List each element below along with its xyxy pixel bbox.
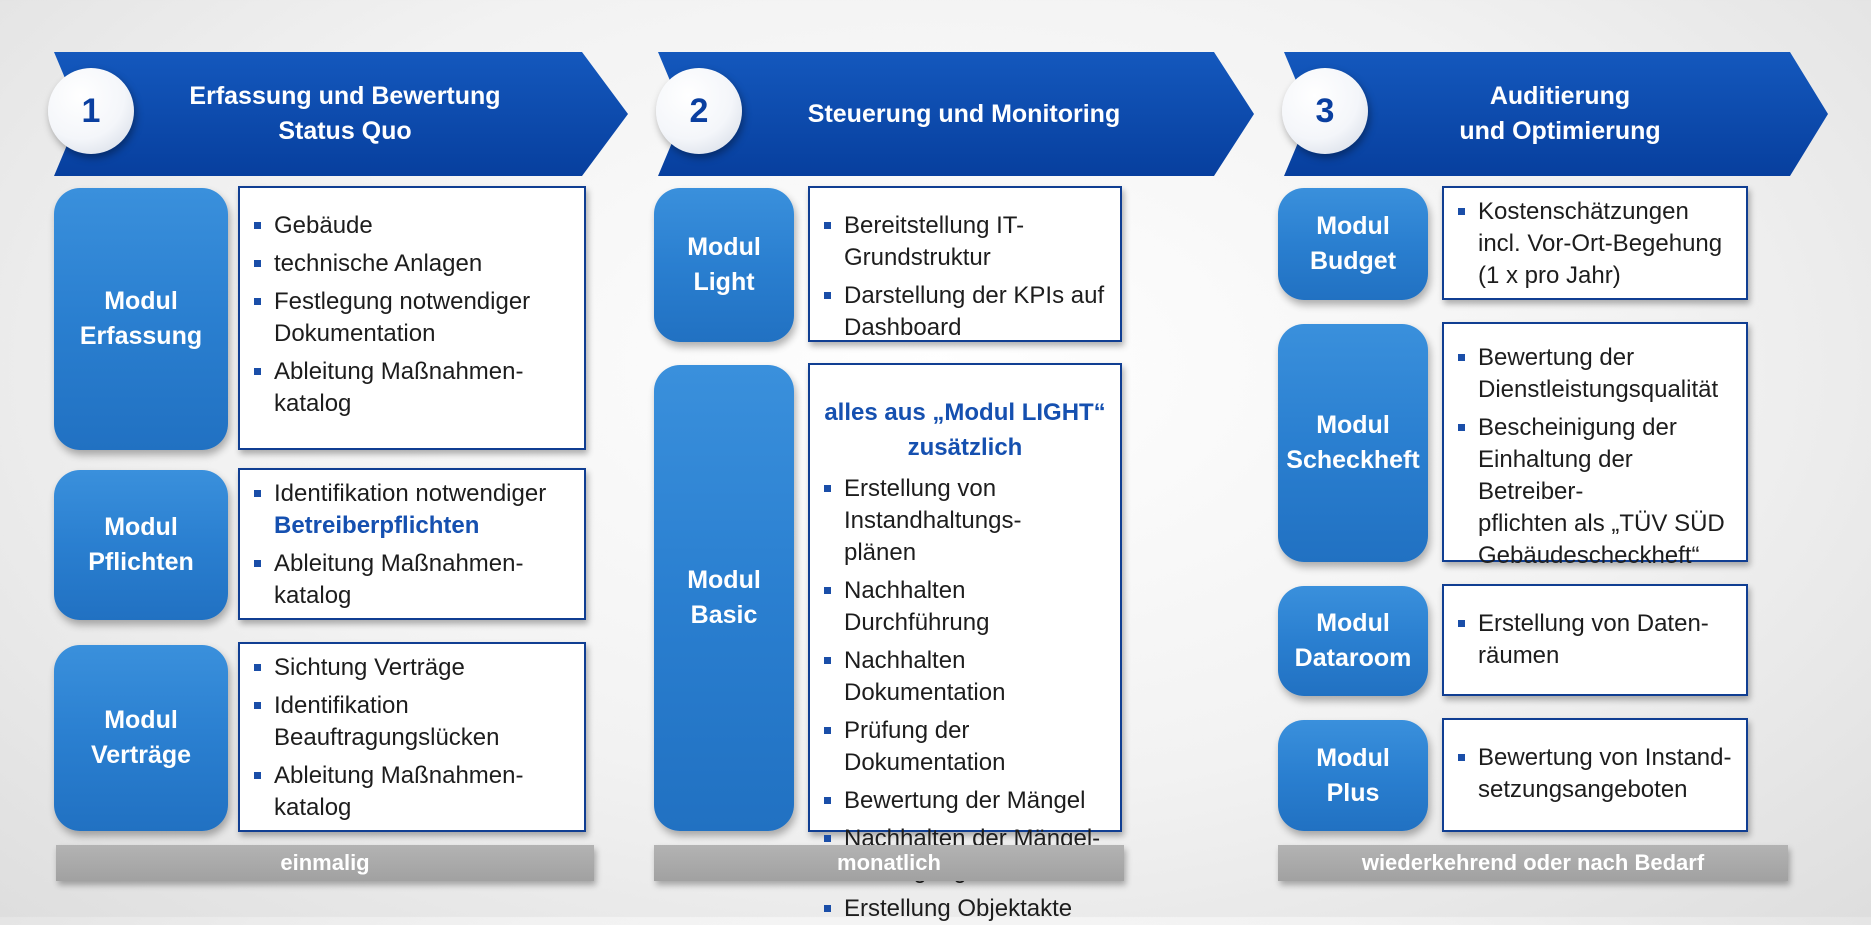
phase-title: Auditierung und Optimierung [1459,82,1661,145]
phase-column-1: 1 Erfassung und Bewertung Status Quo Mod… [0,0,628,917]
list-item: Sichtung Verträge [252,652,572,684]
list-item: Gebäude [252,210,572,242]
module-light-details: Bereitstellung IT-Grundstruktur Darstell… [808,186,1122,342]
list-item: Ableitung Maßnahmen- katalog [252,760,572,824]
list-item: Prüfung der Dokumentation [822,715,1108,779]
list-item: Ableitung Maßnahmen- katalog [252,356,572,420]
module-light[interactable]: Modul Light [654,188,794,342]
module-scheckheft-details: Bewertung der Dienstleistungsqualität Be… [1442,322,1748,569]
module-vertraege[interactable]: Modul Verträge [54,645,228,831]
phase-number-badge: 2 [656,68,742,154]
list-item: Kostenschätzungen incl. Vor-Ort-Begehung… [1456,196,1734,292]
phase-header-3: 3 Auditierung und Optimierung [1230,52,1860,176]
phase-arrow-3 [1284,52,1828,176]
frequency-bar: wiederkehrend oder nach Bedarf [1278,845,1788,881]
module-scheckheft[interactable]: Modul Scheckheft [1278,324,1428,562]
module-basic[interactable]: Modul Basic [654,365,794,831]
phase-title: Steuerung und Monitoring [807,99,1121,128]
module-pflichten[interactable]: Modul Pflichten [54,470,228,620]
list-item: Erstellung von Daten- räumen [1456,608,1734,672]
list-item: Erstellung Objektakte [822,893,1108,925]
list-item: Erstellung von Instandhaltungs- plänen [822,473,1108,569]
list-item: Ableitung Maßnahmen- katalog [252,548,572,612]
phase-column-3: 3 Auditierung und Optimierung Modul Budg… [1230,0,1871,917]
module-dataroom-details: Erstellung von Daten- räumen [1442,584,1748,696]
list-item: Identifikation Beauftragungslücken [252,690,572,754]
module-vertraege-details: Sichtung Verträge Identifikation Beauftr… [238,642,586,832]
list-item: Festlegung notwendiger Dokumentation [252,286,572,350]
frequency-bar: einmalig [56,845,594,881]
phase-number-badge: 3 [1282,68,1368,154]
module-dataroom[interactable]: Modul Dataroom [1278,586,1428,696]
phase-header-2: 2 Steuerung und Monitoring [604,52,1264,176]
module-basic-details: alles aus „Modul LIGHT“ zusätzlich Erste… [808,363,1122,922]
phase-column-2: 2 Steuerung und Monitoring Modul Light B… [604,0,1264,922]
phase-arrow-1 [54,52,628,176]
module-budget[interactable]: Modul Budget [1278,188,1428,300]
list-item: Darstellung der KPIs auf Dashboard [822,280,1108,344]
module-budget-details: Kostenschätzungen incl. Vor-Ort-Begehung… [1442,186,1748,300]
phase-title: Erfassung und Bewertung Status Quo [189,82,501,145]
phase-arrow-2 [658,52,1254,176]
list-item: technische Anlagen [252,248,572,280]
list-item: Bewertung von Instand- setzungsangeboten [1456,742,1734,806]
module-basic-intro: alles aus „Modul LIGHT“ zusätzlich [824,399,1106,461]
frequency-bar: monatlich [654,845,1124,881]
list-item: Bescheinigung der Einhaltung der Betreib… [1456,412,1734,572]
phase-number-badge: 1 [48,68,134,154]
list-item: Nachhalten Dokumentation [822,645,1108,709]
module-erfassung-details: Gebäude technische Anlagen Festlegung no… [238,186,586,450]
list-item-text: Identifikation notwendiger [274,480,547,507]
list-item: Bewertung der Mängel [822,785,1108,817]
module-plus[interactable]: Modul Plus [1278,720,1428,831]
module-erfassung[interactable]: Modul Erfassung [54,188,228,450]
list-item: Bewertung der Dienstleistungsqualität [1456,342,1734,406]
phase-header-1: 1 Erfassung und Bewertung Status Quo [0,52,630,176]
highlight-text: Betreiberpflichten [274,512,480,539]
list-item: Bereitstellung IT-Grundstruktur [822,210,1108,274]
list-item: Nachhalten Durchführung [822,575,1108,639]
module-plus-details: Bewertung von Instand- setzungsangeboten [1442,718,1748,832]
